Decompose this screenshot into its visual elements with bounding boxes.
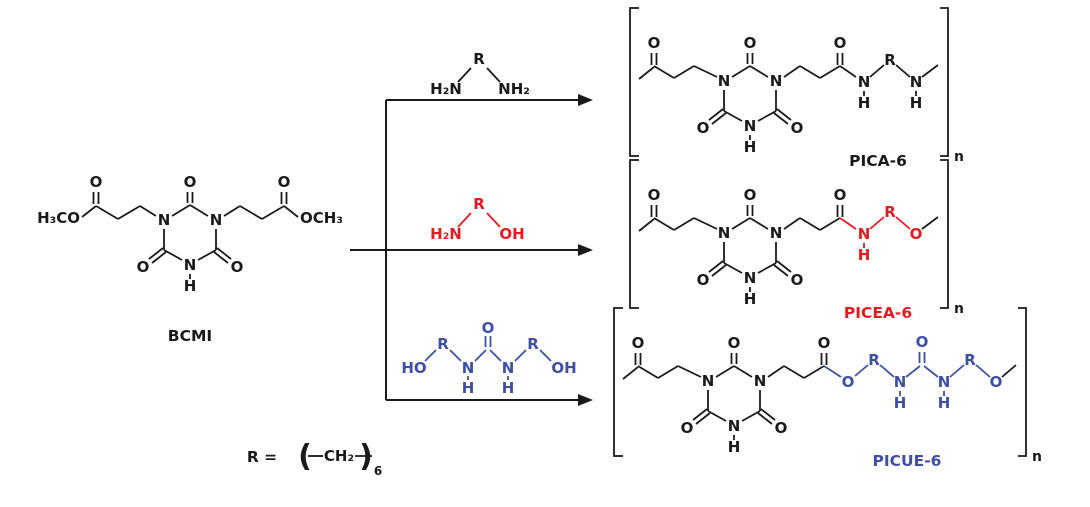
reagent-diamine-bonds	[457, 67, 501, 83]
product-name: PICUE-6	[873, 452, 942, 470]
oxygen-label: O	[90, 173, 103, 191]
repeat-subscript: n	[1032, 449, 1042, 465]
reaction-arrows	[350, 94, 593, 406]
oxygen-label: O	[137, 258, 150, 276]
nitrogen-label: N	[210, 211, 223, 229]
repeat-subscript: n	[954, 149, 964, 165]
right-bracket	[940, 159, 949, 309]
r-label: R	[527, 335, 539, 353]
r-label: R	[437, 335, 449, 353]
oxygen-label: O	[482, 319, 495, 337]
open-paren: (	[298, 439, 312, 474]
arrowhead-bottom	[578, 394, 593, 406]
hydrogen-label: H	[502, 379, 515, 397]
polymer-core	[629, 159, 848, 309]
close-paren: )	[359, 439, 373, 474]
nitrogen-label: N	[858, 225, 871, 243]
hydrogen-label: H	[910, 94, 923, 112]
ch2-label: CH₂	[324, 447, 354, 465]
hydrogen-label: H	[462, 379, 475, 397]
pica6-tail-bonds	[839, 64, 939, 96]
hydroxyl-label: OH	[551, 359, 576, 377]
r-definition: R = ( CH₂ ) 6	[247, 439, 382, 478]
product-picea6: N H R O n PICEA-6	[629, 159, 964, 322]
methoxy-label: H₃CO	[37, 209, 80, 227]
hydrogen-label: H	[894, 394, 907, 412]
reagent-urea-diol: HO R N H O N H R OH	[401, 319, 576, 397]
hydrogen-label: H	[858, 246, 871, 264]
nitrogen-label: N	[910, 73, 923, 91]
hydrogen-label: H	[184, 277, 197, 295]
amine-label: H₂N	[430, 225, 462, 243]
hydrogen-label: H	[938, 394, 951, 412]
product-picue6: O R N H O N H R O n PICUE-6	[613, 307, 1042, 470]
hydrogen-label: H	[858, 94, 871, 112]
r-equals-label: R =	[247, 448, 277, 466]
reagent-amino-alcohol-bonds	[457, 212, 501, 228]
right-bracket	[940, 7, 949, 157]
r-label: R	[884, 203, 896, 221]
reagent-diamine: H₂N R NH₂	[430, 50, 530, 98]
r-label: R	[473, 195, 485, 213]
nitrogen-label: N	[938, 373, 951, 391]
r-label: R	[473, 50, 485, 68]
reagent-urea-diol-bonds	[424, 336, 552, 380]
oxygen-label: O	[990, 373, 1003, 391]
amine-label: NH₂	[498, 80, 530, 98]
nitrogen-label: N	[462, 359, 475, 377]
picue6-tail-bonds	[823, 352, 1017, 396]
nitrogen-label: N	[184, 256, 197, 274]
hydroxyl-label: OH	[499, 225, 524, 243]
right-bracket	[1018, 307, 1027, 457]
oxygen-label: O	[916, 333, 929, 351]
r-subscript: 6	[374, 464, 382, 478]
amine-label: H₂N	[430, 80, 462, 98]
oxygen-label: O	[184, 173, 197, 191]
r-label: R	[884, 51, 896, 69]
product-name: PICA-6	[849, 152, 907, 170]
reactant-name: BCMI	[168, 327, 212, 345]
polymer-core	[629, 7, 848, 157]
oxygen-label: O	[278, 173, 291, 191]
r-label: R	[964, 351, 976, 369]
nitrogen-label: N	[858, 73, 871, 91]
r-label: R	[868, 351, 880, 369]
reagent-amino-alcohol: H₂N R OH	[430, 195, 525, 243]
oxygen-label: O	[231, 258, 244, 276]
oxygen-label: O	[910, 225, 923, 243]
methoxy-label: OCH₃	[300, 209, 343, 227]
bcmi-structure: O N N N H O O O O H₃CO OCH₃ BCMI	[37, 173, 343, 345]
picea6-tail-bonds	[839, 216, 939, 248]
arrowhead-middle	[578, 244, 593, 256]
polymer-core	[613, 307, 832, 457]
oxygen-label: O	[842, 373, 855, 391]
nitrogen-label: N	[894, 373, 907, 391]
product-pica6: N H R N H n PICA-6	[629, 7, 964, 170]
hydroxyl-label: HO	[401, 359, 426, 377]
nitrogen-label: N	[158, 211, 171, 229]
bcmi-bonds	[81, 192, 299, 279]
repeat-subscript: n	[954, 301, 964, 317]
arrowhead-top	[578, 94, 593, 106]
nitrogen-label: N	[502, 359, 515, 377]
product-name: PICEA-6	[844, 304, 912, 322]
